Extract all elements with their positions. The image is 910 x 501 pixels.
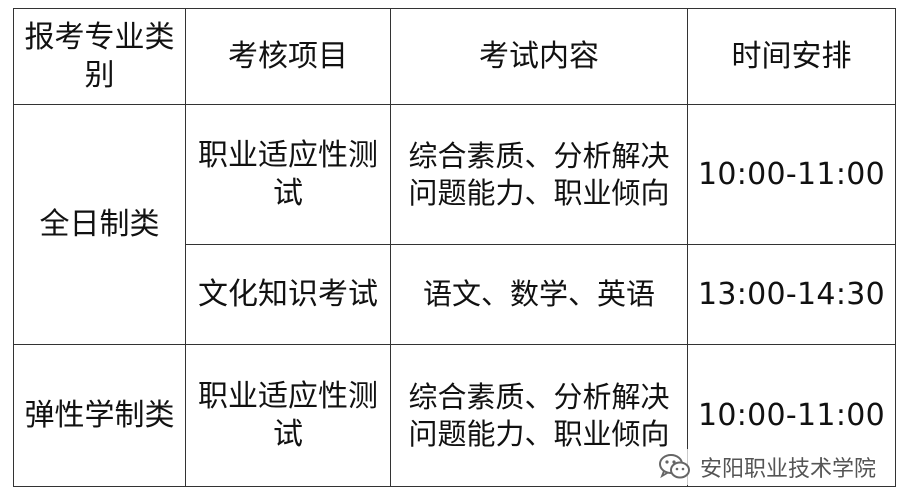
time-cell: 13:00-14:30 <box>687 244 896 345</box>
item-cell: 职业适应性测试 <box>185 104 391 245</box>
watermark: 安阳职业技术学院 <box>653 449 880 485</box>
item-cell: 职业适应性测试 <box>185 344 391 487</box>
wechat-icon <box>658 453 692 481</box>
time-cell: 10:00-11:00 <box>687 104 896 245</box>
table-row: 全日制类 职业适应性测试 综合素质、分析解决问题能力、职业倾向 10:00-11… <box>13 104 896 345</box>
content-cell: 综合素质、分析解决问题能力、职业倾向 <box>390 104 688 245</box>
exam-schedule-table: 报考专业类别 考核项目 考试内容 时间安排 全日制类 职业适应性测试 综合素质、… <box>13 8 896 487</box>
header-time: 时间安排 <box>687 8 896 105</box>
watermark-text: 安阳职业技术学院 <box>699 457 876 482</box>
header-item: 考核项目 <box>185 8 391 105</box>
category-cell: 全日制类 <box>13 104 186 345</box>
header-category: 报考专业类别 <box>13 8 186 105</box>
content-cell: 综合素质、分析解决问题能力、职业倾向 <box>390 344 688 487</box>
content-cell: 语文、数学、英语 <box>390 244 688 345</box>
item-cell: 文化知识考试 <box>185 244 391 345</box>
category-cell: 弹性学制类 <box>13 344 186 487</box>
table-row: 文化知识考试 语文、数学、英语 13:00-14:30 <box>14 244 896 345</box>
header-content: 考试内容 <box>390 8 688 105</box>
header-row: 报考专业类别 考核项目 考试内容 时间安排 <box>13 8 896 105</box>
